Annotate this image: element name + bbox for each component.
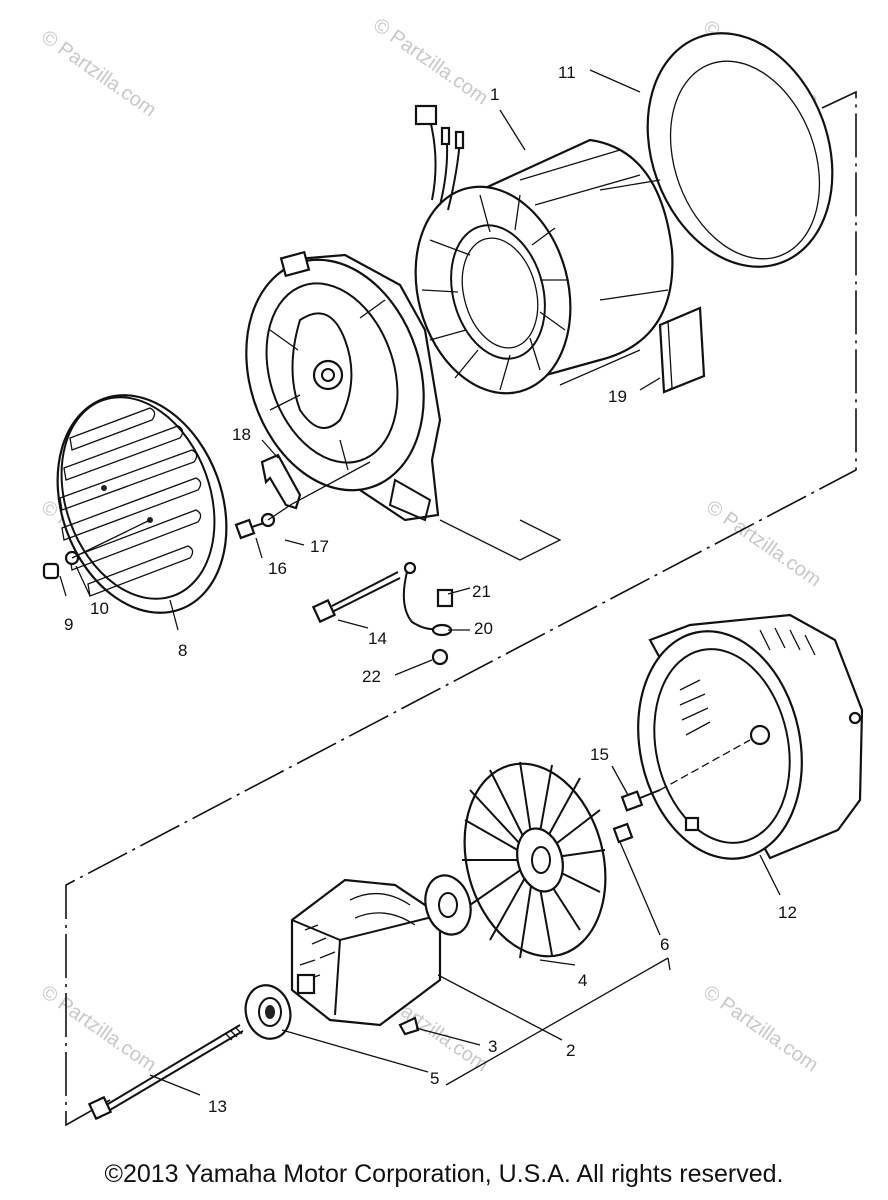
callout-8: 8 bbox=[178, 641, 187, 660]
callout-19: 19 bbox=[608, 387, 627, 406]
callout-15: 15 bbox=[590, 745, 609, 764]
cooling-fan-part bbox=[462, 761, 607, 959]
watermark: © Partzilla.com bbox=[37, 981, 160, 1076]
leader-lines bbox=[59, 69, 781, 1096]
watermark: © Partzilla.com bbox=[369, 14, 492, 109]
callout-14: 14 bbox=[368, 629, 387, 648]
rotor-assembly-part bbox=[290, 874, 472, 1027]
front-bracket-part bbox=[245, 250, 442, 522]
watermark: © Partzilla.com bbox=[702, 496, 825, 591]
bearing-part bbox=[244, 984, 292, 1040]
bolt-16-part bbox=[234, 518, 265, 540]
callout-18: 18 bbox=[232, 425, 251, 444]
callout-17: 17 bbox=[310, 537, 329, 556]
callout-2: 2 bbox=[566, 1041, 575, 1060]
screw-part bbox=[42, 562, 60, 580]
assembly-outline bbox=[65, 90, 857, 1127]
long-bolt-part bbox=[311, 571, 401, 624]
callout-3: 3 bbox=[488, 1037, 497, 1056]
cover-grille-part bbox=[56, 394, 228, 614]
callout-22: 22 bbox=[362, 667, 381, 686]
watermark: © Partzilla.com bbox=[699, 981, 822, 1076]
ground-lead-part bbox=[402, 561, 454, 666]
callout-12: 12 bbox=[778, 903, 797, 922]
brush-clip-part bbox=[398, 1016, 420, 1036]
callout-1: 1 bbox=[490, 85, 499, 104]
callout-4: 4 bbox=[578, 971, 587, 990]
stator-part bbox=[414, 104, 674, 395]
callout-6: 6 bbox=[660, 935, 669, 954]
callout-labels: 1 2 3 4 5 6 8 9 10 11 12 13 14 15 16 17 … bbox=[64, 63, 797, 1116]
callout-5: 5 bbox=[430, 1069, 439, 1088]
pad-part bbox=[658, 306, 706, 394]
callout-11: 11 bbox=[558, 63, 576, 82]
housing-bolt-part bbox=[620, 739, 751, 812]
copyright-notice: ©2013 Yamaha Motor Corporation, U.S.A. A… bbox=[104, 1160, 784, 1188]
callout-13: 13 bbox=[208, 1097, 227, 1116]
through-bolt-part bbox=[87, 1024, 244, 1121]
callout-20: 20 bbox=[474, 619, 493, 638]
watermark: © Partzilla.com bbox=[37, 26, 160, 121]
rear-housing-part bbox=[637, 613, 864, 860]
callout-16: 16 bbox=[268, 559, 287, 578]
fan-bolt-part bbox=[612, 822, 634, 844]
callout-10: 10 bbox=[90, 599, 109, 618]
callout-21: 21 bbox=[472, 582, 491, 601]
stator-wiring bbox=[414, 104, 465, 211]
clamp-part bbox=[260, 453, 302, 510]
callout-9: 9 bbox=[64, 615, 73, 634]
